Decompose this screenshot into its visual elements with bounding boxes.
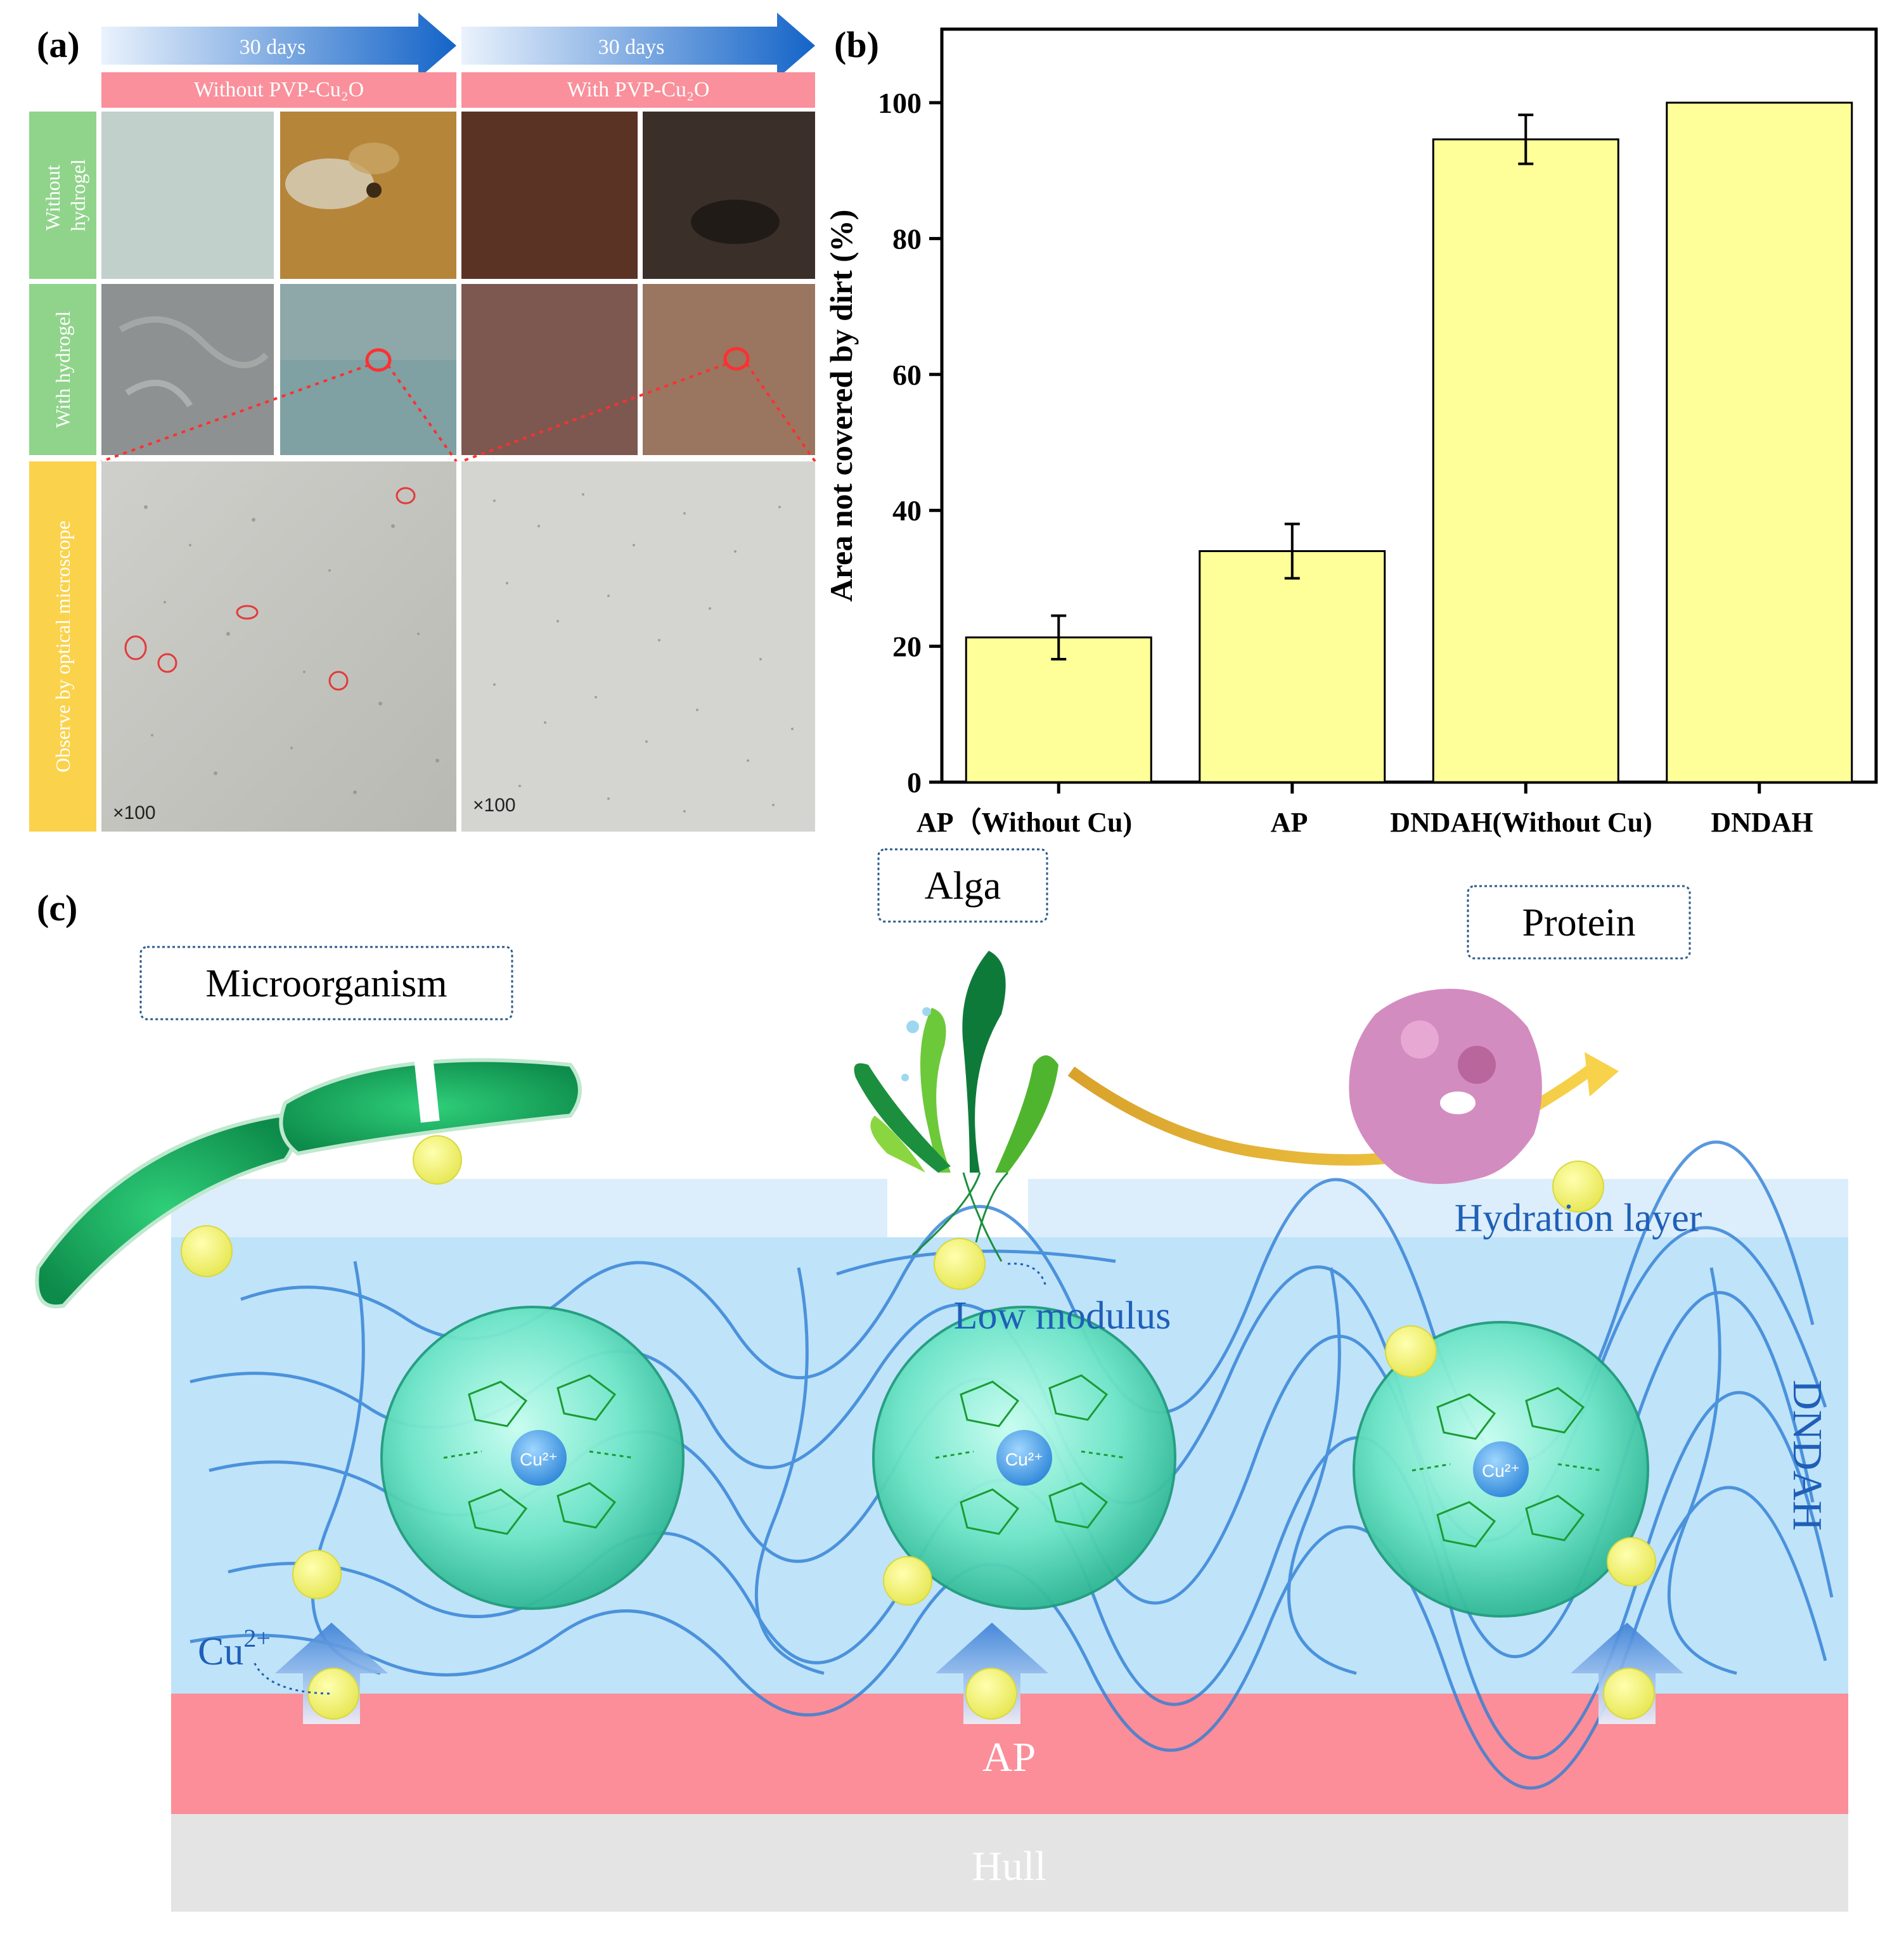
microscope-left-specks xyxy=(144,505,439,794)
highlight-circle-left xyxy=(365,348,392,372)
microscope-right-specks xyxy=(493,493,794,813)
row-label-with-hydrogel xyxy=(29,284,96,455)
low-modulus-label: Low modulus xyxy=(954,1294,1171,1337)
time-arrow-right: 30 days xyxy=(461,13,815,79)
row-label-without-line2: hydrogel xyxy=(67,159,89,231)
ap-label: AP xyxy=(982,1734,1036,1780)
cu-ion-dotted-path xyxy=(252,1660,330,1695)
cu-ion-charge: 2+ xyxy=(243,1624,271,1652)
protein-label: Protein xyxy=(1522,901,1635,944)
microscope-right xyxy=(461,461,815,832)
photo-r2-c1 xyxy=(101,284,274,455)
panel-a: (a) 30 days 30 days Without PVP-Cu₂O Wit… xyxy=(29,13,816,832)
arrow-label-left: 30 days xyxy=(240,35,306,59)
y-tick-label-1: 20 xyxy=(892,631,922,663)
microorganism-label-box: Microorganism xyxy=(139,946,513,1020)
row-label-without-hydrogel-text: Without hydrogel xyxy=(41,159,89,231)
cu-ion-label: Cu2+ xyxy=(198,1624,271,1673)
microorganism-label: Microorganism xyxy=(205,962,447,1005)
x-tick-label-0: AP（Without Cu) xyxy=(917,807,1132,838)
microscope-highlight-rings xyxy=(124,487,416,691)
x-tick-label-1: AP xyxy=(1271,807,1308,838)
microorganism-illustration xyxy=(35,1051,582,1309)
panel-c-label: (c) xyxy=(37,887,77,929)
row-label-microscope xyxy=(29,461,96,832)
x-tick-label-2: DNDAH(Without Cu) xyxy=(1390,807,1652,838)
chart-ylabel: Area not covered by dirt (%) xyxy=(823,210,859,602)
hull-layer xyxy=(171,1813,1848,1912)
highlight-circle-right xyxy=(723,347,750,371)
cu-complex-sphere-3: Cu²⁺ xyxy=(1353,1321,1649,1618)
cu-center-label-1: Cu²⁺ xyxy=(520,1450,558,1469)
bar-3 xyxy=(1666,101,1853,783)
y-tick-label-0: 0 xyxy=(907,766,922,799)
alga-label: Alga xyxy=(925,865,1001,908)
row-label-without-line1: Without xyxy=(41,165,64,231)
magnification-left: ×100 xyxy=(113,802,156,823)
cu-complex-sphere-2: Cu²⁺ xyxy=(872,1306,1176,1610)
y-tick-label-3: 60 xyxy=(892,359,922,391)
cu-complex-sphere-1: Cu²⁺ xyxy=(380,1306,685,1610)
row-label-without-hydrogel xyxy=(29,112,96,279)
magnification-right: ×100 xyxy=(473,795,516,816)
panel-c: (c) Hull AP xyxy=(35,848,1848,1912)
row-label-with-hydrogel-text: With hydrogel xyxy=(51,311,74,428)
bar-1 xyxy=(1199,550,1386,783)
bar-2 xyxy=(1432,138,1619,783)
alga-illustration xyxy=(854,951,1058,1262)
y-tick-label-4: 80 xyxy=(892,222,922,255)
y-tick-label-5: 100 xyxy=(878,87,922,119)
photo-r1-c3 xyxy=(461,112,638,279)
panel-a-label: (a) xyxy=(37,24,80,65)
header-with-pvp xyxy=(461,72,815,108)
hull-label: Hull xyxy=(972,1843,1046,1889)
photo-r2-c4 xyxy=(643,284,815,455)
microscope-left xyxy=(101,461,456,832)
y-tick-label-2: 40 xyxy=(892,494,922,527)
photo-r1-c1 xyxy=(101,112,274,279)
cu-center-label-3: Cu²⁺ xyxy=(1482,1461,1520,1481)
bar-0 xyxy=(965,636,1152,783)
cu-center-label-2: Cu²⁺ xyxy=(1005,1450,1043,1469)
alga-label-box: Alga xyxy=(877,848,1048,923)
dndah-label: DNDAH xyxy=(1784,1380,1830,1531)
panel-b-label: (b) xyxy=(834,24,879,65)
protein-label-box: Protein xyxy=(1467,885,1691,960)
chart-frame xyxy=(940,27,1878,784)
photo-r2-c3 xyxy=(461,284,638,455)
time-arrow-left: 30 days xyxy=(101,13,456,79)
arrow-label-right: 30 days xyxy=(598,35,665,59)
protein-illustration xyxy=(1067,989,1619,1184)
header-without-pvp xyxy=(101,72,456,108)
hydration-layer-label: Hydration layer xyxy=(1455,1197,1702,1240)
header-with-pvp-text: With PVP-Cu₂O xyxy=(567,78,710,101)
cu-ion-symbol: Cu xyxy=(198,1630,243,1673)
x-tick-label-3: DNDAH xyxy=(1711,807,1813,838)
header-without-pvp-text: Without PVP-Cu₂O xyxy=(194,78,364,101)
cu-ion-dots xyxy=(181,1135,1656,1720)
photo-r1-c4 xyxy=(643,112,815,279)
row-label-microscope-text: Observe by optical microscope xyxy=(51,520,74,772)
